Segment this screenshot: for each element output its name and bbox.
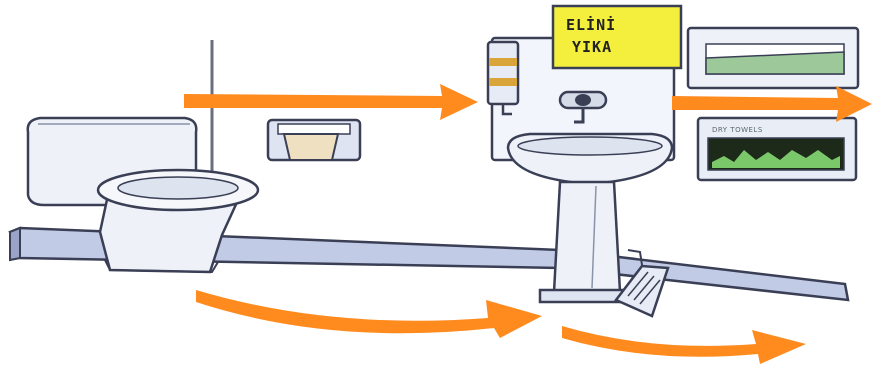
soap-dispenser-icon: [488, 42, 518, 114]
arrow-right-icon: [184, 84, 478, 120]
sign-line-2: YIKA: [572, 38, 612, 56]
sign-line-1: ELİNİ: [566, 15, 616, 34]
toilet-paper-icon: [268, 120, 360, 160]
arrow-right-icon: [672, 86, 872, 122]
wash-hands-sign: ELİNİ YIKA: [553, 6, 681, 68]
arrow-right-icon: [562, 326, 806, 364]
hand-dryer-icon: DRY TOWELS: [698, 118, 856, 180]
paper-towel-dispenser-icon: [688, 28, 858, 88]
dryer-label: DRY TOWELS: [712, 126, 763, 134]
arrow-right-icon: [196, 290, 542, 338]
